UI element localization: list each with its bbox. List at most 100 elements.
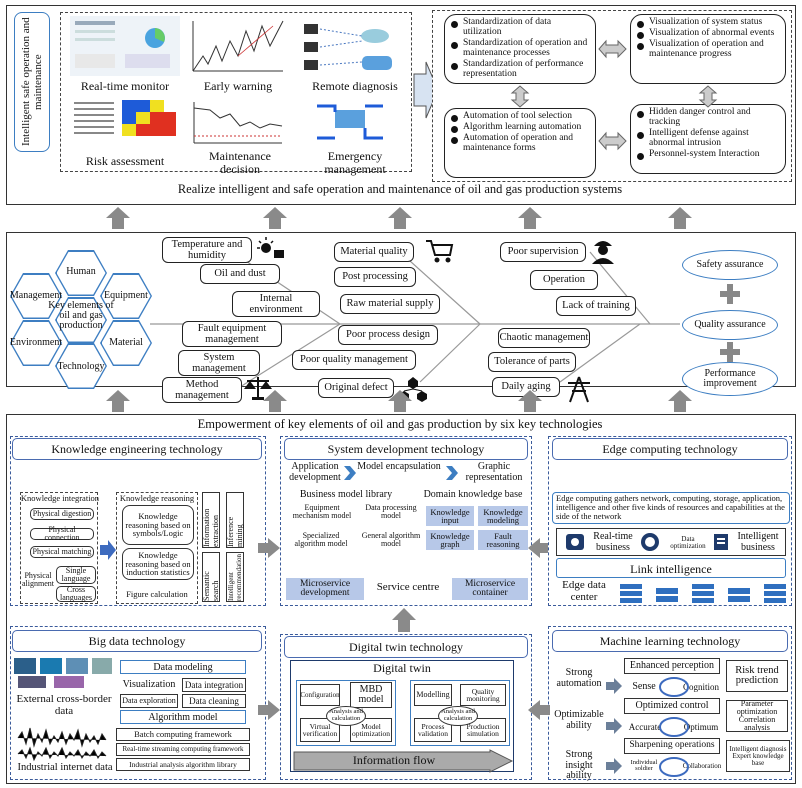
dt-modelling: Modelling (414, 684, 452, 706)
module-early-warning: Early warning (203, 79, 273, 93)
ke-lang-cross: Cross languages (56, 586, 96, 602)
bottom-caption: Empowerment of key elements of oil and g… (197, 417, 603, 431)
dt-left-box (296, 680, 396, 746)
ec-servers (620, 584, 786, 603)
std-bullets: Standardization of data utilization Stan… (444, 14, 596, 84)
vis-bullets: Visualization of system status Visualiza… (630, 14, 786, 84)
sd-lib: Business model library (299, 489, 393, 500)
ke-title: Knowledge engineering technology (12, 438, 262, 460)
bd-visualization: Visualization (120, 678, 178, 692)
module-realtime-monitor: Real-time monitor (80, 79, 170, 93)
ke-item-digestion: Physical digestion (30, 508, 94, 520)
ml-row3-a: Individual soldier (622, 758, 666, 774)
ke-reasoning: Knowledge reasoning (119, 493, 195, 503)
sd-chevrons (344, 466, 458, 480)
factor-raw-material: Raw material supply (340, 294, 440, 314)
worker-icon (592, 241, 614, 264)
hidden-item: Hidden danger control and tracking (637, 107, 779, 128)
dt-analysis-right: Analysis and calculation (438, 706, 478, 726)
ke-integration: Knowledge integration (20, 493, 100, 503)
sd-service-centre: Service centre (376, 581, 440, 593)
module-emergency-management: Emergency management (324, 149, 386, 176)
vis-item: Visualization of system status (637, 17, 779, 28)
risk-image (72, 98, 180, 148)
scale-icon (244, 377, 272, 400)
top-caption: Realize intelligent and safe operation a… (177, 182, 623, 196)
ke-lang-single: Single language (56, 566, 96, 584)
sd-kb-fault: Fault reasoning (478, 530, 528, 550)
dt-quality-monitoring: Quality monitoring (460, 684, 506, 706)
ml-title: Machine learning technology (552, 630, 788, 652)
ec-desc: Edge computing gathers network, computin… (552, 492, 790, 524)
sd-flow-model: Model encapsulation (357, 461, 441, 472)
dt-flow-arrow (293, 749, 514, 773)
sd-microservice-container: Microservice container (452, 578, 528, 600)
sd-domain: Domain knowledge base (423, 489, 523, 500)
cart-icon (426, 240, 454, 263)
factor-chaotic-mgmt: Chaotic management (498, 328, 590, 348)
ml-decor (606, 677, 689, 777)
factor-poor-process: Poor process design (338, 325, 438, 345)
outcome-safety: Safety assurance (682, 250, 778, 280)
sd-kb-modeling: Knowledge modeling (478, 506, 528, 526)
ec-center: Edge data center (562, 579, 606, 603)
sd-kb-input: Knowledge input (426, 506, 474, 526)
sun-icon (257, 237, 284, 258)
ml-row1-b: Cognition (680, 680, 722, 694)
ec-optimization: Data optimization (670, 535, 706, 551)
dt-right-box (410, 680, 510, 746)
bd-exploration: Data exploration (120, 694, 178, 708)
auto-item: Automation of operation and maintenance … (451, 133, 589, 154)
ml-row1-label: Strong automation (556, 667, 602, 689)
warning-image (188, 16, 288, 76)
bd-frame-batch: Batch computing framework (116, 728, 250, 741)
bd-frame-library: Industrial analysis algorithm library (116, 758, 250, 771)
plus-icons (720, 284, 740, 362)
dt-flow: Information flow (352, 753, 436, 767)
ec-realtime: Real-time business (593, 531, 633, 553)
monitor-image (70, 16, 180, 76)
factor-lack-training: Lack of training (556, 296, 636, 316)
ke-alignment: Physical alignment (22, 571, 54, 589)
dt-inner-title: Digital twin (373, 661, 431, 675)
hidden-item: Personnel-system Interaction (637, 149, 779, 160)
hex-label-human: Human (66, 266, 96, 277)
bd-algo: Algorithm model (120, 710, 246, 724)
factor-operation: Operation (530, 270, 598, 290)
module-maintenance-decision: Maintenance decision (209, 149, 271, 176)
sd-title: System development technology (284, 438, 528, 460)
bd-cleaning: Data cleaning (182, 694, 246, 708)
auto-item: Algorithm learning automation (451, 122, 589, 133)
std-item: Standardization of operation and mainten… (451, 38, 589, 59)
sd-model-general: General algorithm model (361, 531, 421, 549)
factor-material-quality: Material quality (334, 242, 414, 262)
diagnosis-image (300, 16, 400, 76)
hidden-item: Intelligent defense against abnormal int… (637, 128, 779, 149)
ec-link: Link intelligence (556, 558, 786, 578)
factor-tolerance: Tolerance of parts (488, 352, 576, 372)
hex-label-environment: Environment (9, 337, 63, 348)
factor-post-processing: Post processing (334, 267, 416, 287)
factor-internal-env: Internal environment (232, 291, 320, 317)
tower-icon (568, 376, 590, 403)
ml-row2-a: Accurate (624, 720, 666, 734)
sd-kb-graph: Knowledge graph (426, 530, 474, 550)
factor-temperature: Temperature and humidity (162, 237, 252, 263)
ml-row2-b: Optimum (680, 720, 722, 734)
ke-item-connection: Physical connection (30, 526, 94, 542)
ke-r-figure: Figure calculation (126, 589, 188, 599)
bd-integration: Data integration (182, 678, 246, 692)
ml-row3-side: Intelligent diagnosis Expert knowledge b… (726, 740, 790, 772)
ml-row1-side: Risk trend prediction (726, 660, 788, 692)
maintenance-image (190, 98, 286, 148)
dt-inner (290, 660, 514, 772)
dt-analysis-left: Analysis and calculation (326, 706, 366, 726)
factor-oil-dust: Oil and dust (200, 264, 280, 284)
dt-production-sim: Production simulation (460, 718, 506, 742)
hidden-bullets: Hidden danger control and tracking Intel… (630, 104, 786, 174)
factor-system-mgmt: System management (178, 350, 260, 376)
dt-process-validation: Process validation (414, 718, 452, 742)
up-arrows-2 (106, 390, 692, 412)
ml-row2-top: Optimized control (624, 698, 720, 714)
ml-row1-a: Sense (622, 680, 666, 694)
